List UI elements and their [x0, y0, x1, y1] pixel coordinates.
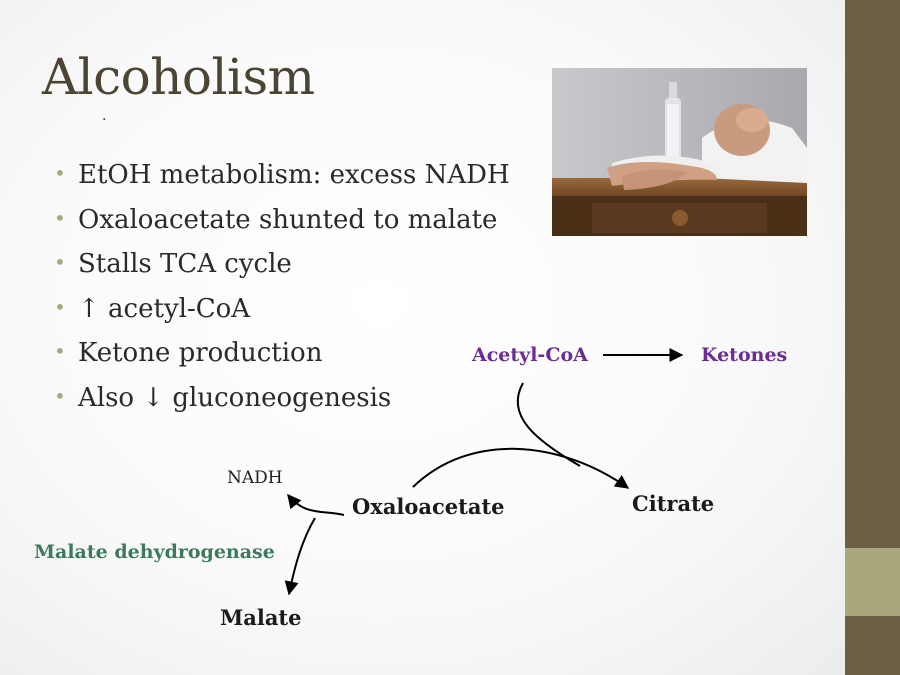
bullet-item: • Ketone production: [54, 338, 510, 383]
bullet-item: • Stalls TCA cycle: [54, 249, 510, 294]
bullet-text: Stalls TCA cycle: [78, 249, 292, 279]
oxaloacetate-to-citrate-arrow: [412, 447, 630, 489]
bullet-item: • EtOH metabolism: excess NADH: [54, 160, 510, 205]
bullet-text: Also ↓ gluconeogenesis: [78, 382, 392, 413]
stray-mark: .: [102, 108, 107, 124]
bullet-text: Ketone production: [78, 338, 323, 368]
bullet-text: Oxaloacetate shunted to malate: [78, 204, 498, 235]
citrate-label: Citrate: [632, 491, 715, 516]
nadh-label: NADH: [227, 468, 283, 488]
bullet-marker: •: [54, 383, 66, 408]
acetyl-coa-label: Acetyl-CoA: [472, 344, 588, 366]
malate-dehydrogenase-label: Malate dehydrogenase: [34, 541, 275, 563]
malate-label: Malate: [220, 605, 302, 630]
passed-out-drinker-image: [552, 68, 807, 236]
bullet-text: ↑ acetyl-CoA: [78, 293, 251, 324]
bullet-marker: •: [54, 250, 66, 274]
to-nadh-arrow: [287, 493, 345, 516]
ketones-label: Ketones: [701, 344, 788, 366]
slide: Alcoholism . • EtOH metabolism: excess NA…: [0, 0, 845, 675]
decorative-sidebar-accent: [845, 548, 900, 616]
bullet-text: EtOH metabolism: excess NADH: [78, 160, 510, 190]
pathway-arrows: [284, 348, 684, 596]
bullet-marker: •: [54, 161, 66, 185]
bullet-item: • ↑ acetyl-CoA: [54, 294, 510, 339]
to-malate-arrow: [284, 517, 316, 596]
bullet-marker: •: [54, 205, 66, 230]
bullet-marker: •: [54, 294, 66, 319]
bullet-marker: •: [54, 339, 66, 363]
bullet-list: • EtOH metabolism: excess NADH • Oxaloacet…: [54, 160, 510, 427]
bullet-item: • Also ↓ gluconeogenesis: [54, 383, 510, 428]
slide-title: Alcoholism: [42, 48, 315, 106]
bullet-item: • Oxaloacetate shunted to malate: [54, 205, 510, 250]
oxaloacetate-label: Oxaloacetate: [352, 494, 505, 519]
